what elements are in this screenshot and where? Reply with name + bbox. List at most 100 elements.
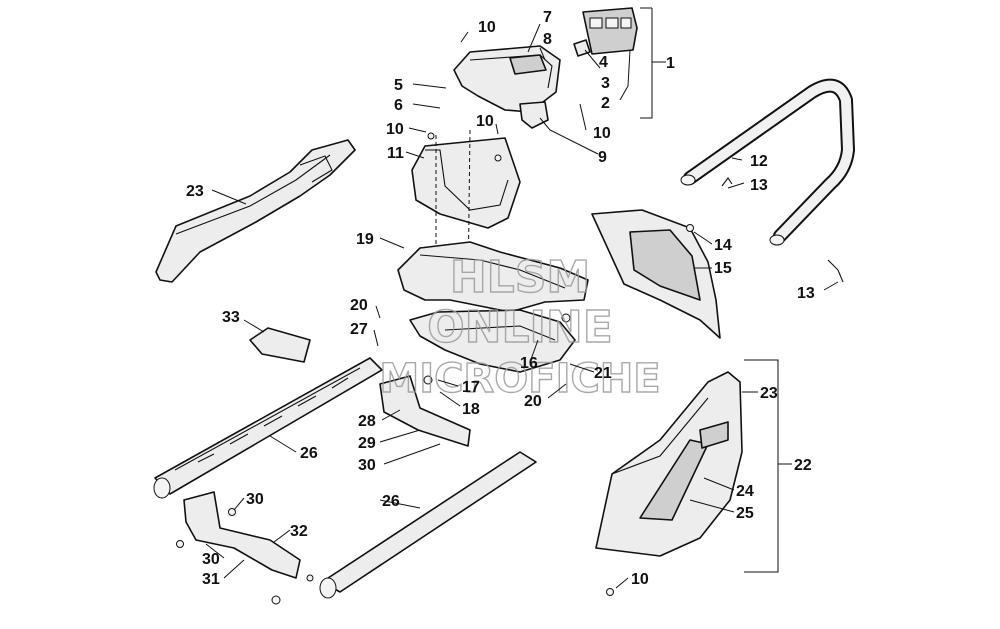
callout-12: 12 [750,153,768,170]
bracket-assembly [176,375,471,605]
watermark-line-1: HLSM [450,252,590,303]
nut [271,595,281,605]
left-side-panel [155,139,356,283]
leader-23a [211,189,247,205]
leader-socket [584,49,601,69]
leader-27 [373,329,379,347]
screw-head [686,224,694,232]
left-side-panel-group [155,139,356,283]
lower-bracket [183,491,301,579]
callout-3: 3 [601,75,610,92]
grab-bar-end-right [769,234,785,246]
bracket-group-22 [744,359,792,573]
screw-head [494,154,502,162]
leader-10b [495,123,499,135]
bulb-socket [573,39,591,57]
left-rail-end [153,477,171,499]
leader-13a [727,182,745,189]
callout-23-right: 23 [760,385,778,402]
watermark-line-3: MICROFICHE [379,356,660,402]
leader-25 [689,499,735,513]
tail-light-bracket [519,101,549,129]
leader-30b [233,497,245,511]
mount-bracket [379,375,471,447]
callout-27: 27 [350,321,368,338]
leader-21 [569,363,595,373]
callout-19: 19 [356,231,374,248]
leader-28 [381,409,401,421]
callout-21: 21 [594,365,612,382]
right-side-panel-group [595,359,792,596]
grab-bar-end-left [680,174,696,186]
callout-10-bottom: 10 [631,571,649,588]
leader-30c [205,543,225,559]
leader-24 [703,477,735,491]
callout-26-left-rail: 26 [300,445,318,462]
leader-16 [529,339,539,363]
leader-10e [615,577,629,589]
leader-7 [527,23,541,53]
rear-flap-bracket [411,137,521,229]
right-rail-end [319,577,337,599]
callout-10-right: 10 [593,125,611,142]
callout-labels: 1 2 3 4 5 6 7 8 9 10 10 10 10 10 11 12 1… [186,9,815,588]
tail-light-bulb-right [620,17,632,29]
screw-head [423,375,433,385]
leader-lines [205,23,839,589]
callout-10-left: 10 [386,121,404,138]
right-side-panel [595,371,743,557]
leader-20a [375,305,381,319]
panel-crease [611,397,709,475]
rear-fender [397,241,589,313]
leader-6 [412,103,441,109]
leader-10c [408,127,427,133]
callout-31: 31 [202,571,220,588]
side-cover-assembly [591,209,721,339]
callout-32: 32 [290,523,308,540]
leader-32 [273,529,291,543]
leader-20b [547,383,567,399]
screw-head [427,132,435,140]
callout-5: 5 [394,77,403,94]
rail-assembly [153,357,537,599]
callout-28: 28 [358,413,376,430]
clip [721,177,733,187]
leader-31 [223,559,245,579]
callout-14: 14 [714,237,732,254]
leader-19 [379,237,405,249]
leader-10a [460,31,469,43]
tail-light-bulb-left [589,17,603,29]
storage-lid [249,327,311,363]
bolt [306,574,314,582]
callout-24: 24 [736,483,754,500]
decal-logo [699,421,729,449]
leader-30a [383,443,441,465]
callout-10-top: 10 [478,19,496,36]
leader-14 [693,231,713,245]
callout-20-right: 20 [524,393,542,410]
flap-bracket-fold [425,149,509,211]
leader-26b [379,499,421,509]
callout-2: 2 [601,95,610,112]
screw-head [561,313,571,323]
callout-18: 18 [462,401,480,418]
watermark-line-2: ONLINE [427,302,613,353]
leader-5 [412,83,447,89]
callout-17: 17 [462,379,480,396]
left-side-panel-ridge [175,154,331,235]
left-rail-slots [197,377,349,463]
callout-22: 22 [794,457,812,474]
leader-9 [539,117,599,155]
leader-lens [619,49,631,101]
rear-fender-assembly [397,241,589,385]
leader-10d [579,103,587,131]
rear-flap-assembly [411,129,521,300]
callout-16: 16 [520,355,538,372]
leader-29 [379,429,421,443]
tail-light-lens-recess [509,54,547,75]
callout-6: 6 [394,97,403,114]
callout-23-left: 23 [186,183,204,200]
callout-7: 7 [543,9,552,26]
callout-15: 15 [714,260,732,277]
